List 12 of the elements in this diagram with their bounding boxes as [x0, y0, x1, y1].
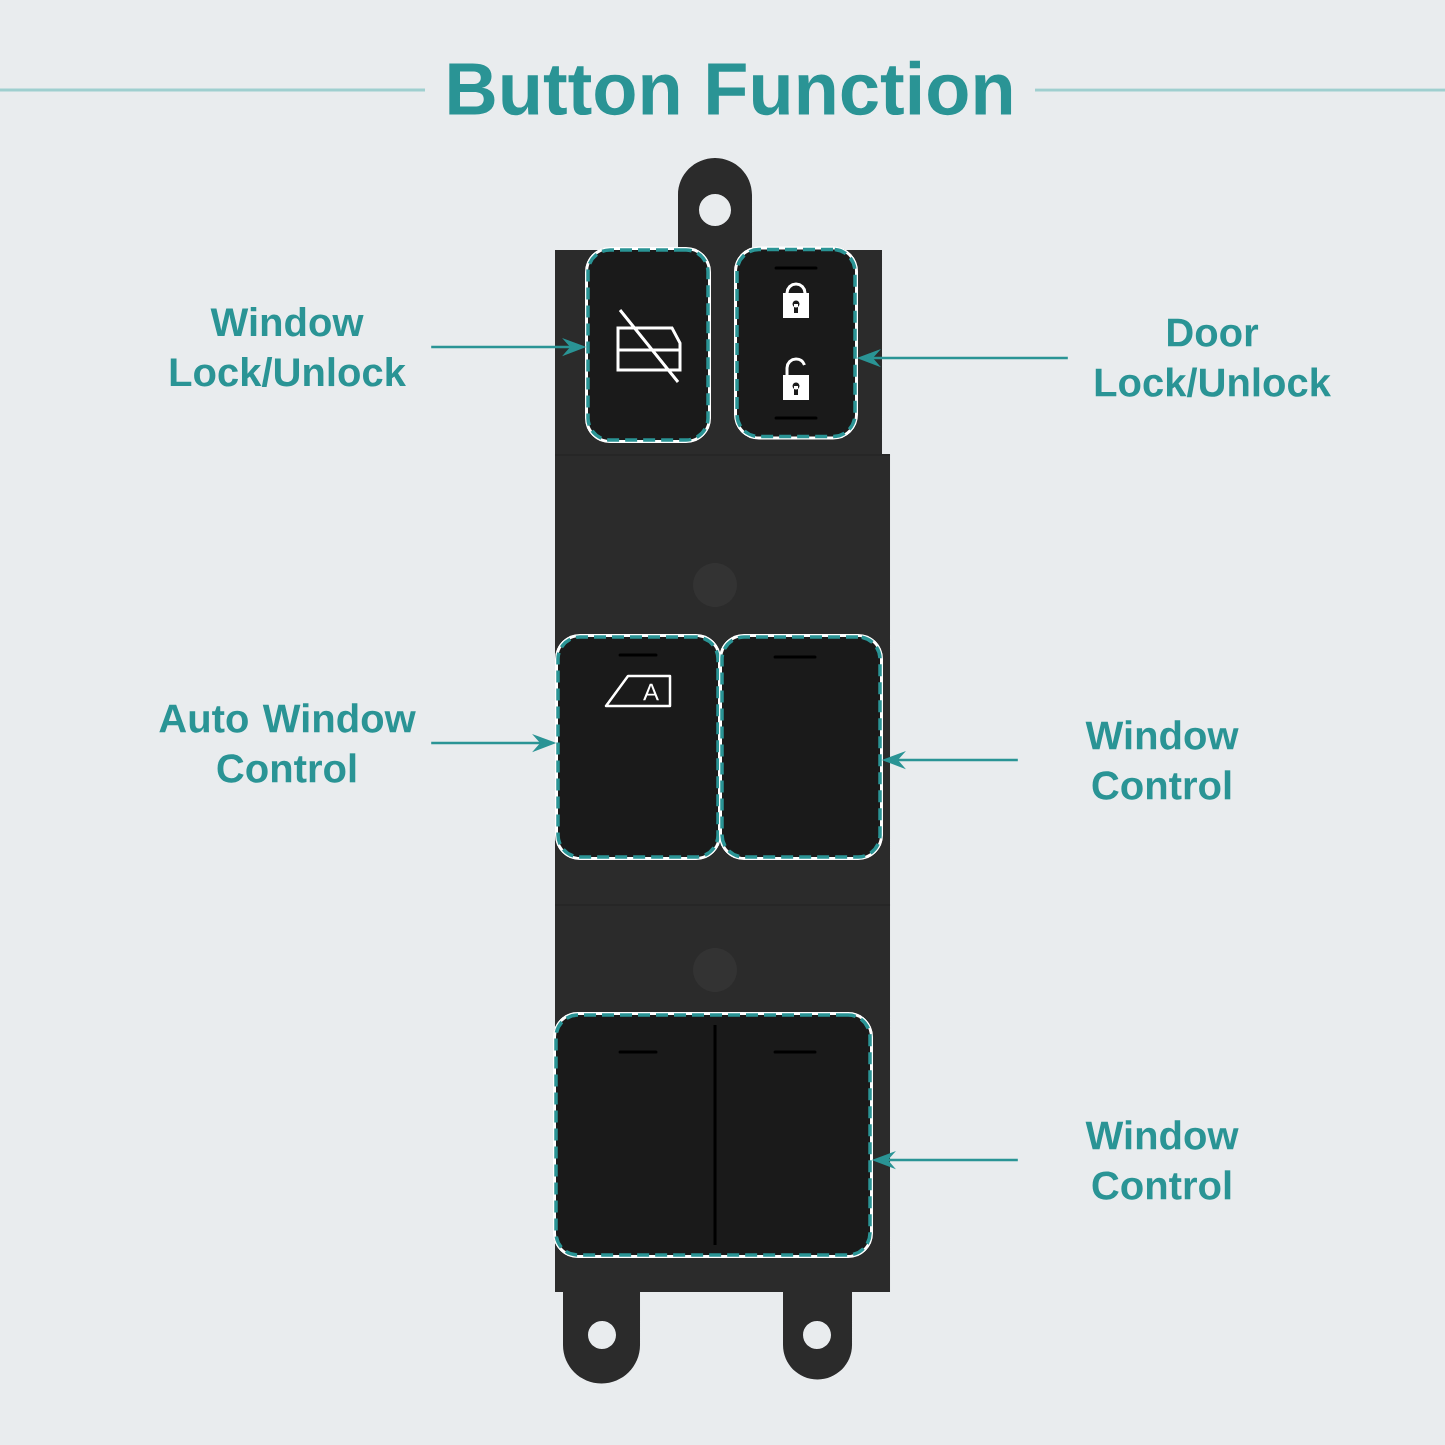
highlighted-button — [553, 1012, 873, 1258]
callout-label: Window Control — [1085, 720, 1239, 800]
callout-label: Window Lock/Unlock — [170, 307, 406, 387]
title: Button Function — [449, 60, 1012, 116]
highlighted-button — [734, 246, 858, 440]
callout-label: Door Lock/Unlock — [1095, 318, 1331, 398]
icon-letter: A — [643, 683, 659, 701]
highlighted-button — [555, 634, 721, 860]
highlighted-button — [719, 634, 883, 860]
callout-label: Auto Window Control — [159, 703, 416, 783]
highlighted-button — [585, 247, 711, 443]
callout-label: Window Control — [1085, 1120, 1239, 1200]
